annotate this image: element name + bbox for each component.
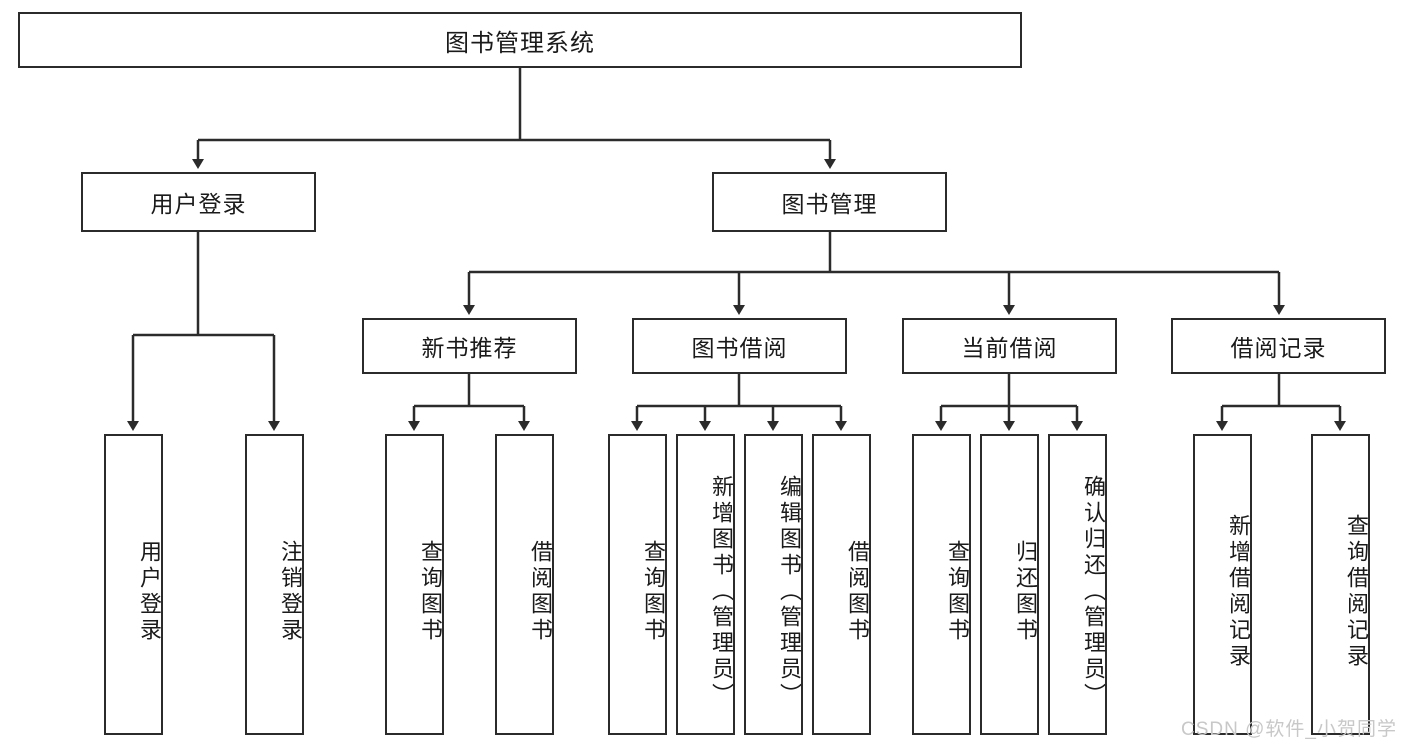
node-label: 编辑图书（管理员） [777, 474, 802, 709]
node-label: 确认归还（管理员） [1081, 474, 1106, 709]
node-leaf-borrow-book[interactable]: 借阅图书 [812, 434, 871, 735]
node-borrowing-records[interactable]: 借阅记录 [1171, 318, 1386, 374]
node-root-book-management-system[interactable]: 图书管理系统 [18, 12, 1022, 68]
node-label: 查询图书 [418, 539, 443, 644]
node-label: 当前借阅 [961, 335, 1058, 361]
node-label: 新增借阅记录 [1226, 513, 1251, 670]
node-label: 新书推荐 [421, 335, 518, 361]
node-leaf-query-book-current[interactable]: 查询图书 [912, 434, 971, 735]
node-leaf-query-borrowing-record[interactable]: 查询借阅记录 [1311, 434, 1370, 735]
node-label: 借阅图书 [528, 539, 553, 644]
node-user-login[interactable]: 用户登录 [81, 172, 316, 232]
node-leaf-query-book-recommendation[interactable]: 查询图书 [385, 434, 444, 735]
node-leaf-borrow-book-recommendation[interactable]: 借阅图书 [495, 434, 554, 735]
node-leaf-user-login[interactable]: 用户登录 [104, 434, 163, 735]
node-book-management[interactable]: 图书管理 [712, 172, 947, 232]
node-leaf-add-borrowing-record[interactable]: 新增借阅记录 [1193, 434, 1252, 735]
node-label: 归还图书 [1013, 539, 1038, 644]
node-leaf-add-book-admin[interactable]: 新增图书（管理员） [676, 434, 735, 735]
node-leaf-return-book[interactable]: 归还图书 [980, 434, 1039, 735]
node-book-borrowing[interactable]: 图书借阅 [632, 318, 847, 374]
node-leaf-confirm-return-admin[interactable]: 确认归还（管理员） [1048, 434, 1107, 735]
node-label: 用户登录 [150, 191, 247, 217]
node-label: 注销登录 [278, 539, 303, 644]
node-current-borrowing[interactable]: 当前借阅 [902, 318, 1117, 374]
node-label: 新增图书（管理员） [709, 474, 734, 709]
node-label: 用户登录 [137, 539, 162, 644]
node-label: 查询图书 [641, 539, 666, 644]
node-label: 图书管理系统 [445, 29, 595, 57]
node-leaf-query-book-borrowing[interactable]: 查询图书 [608, 434, 667, 735]
node-label: 图书管理 [781, 191, 878, 217]
node-label: 查询借阅记录 [1344, 513, 1369, 670]
node-label: 图书借阅 [691, 335, 788, 361]
node-new-book-recommendation[interactable]: 新书推荐 [362, 318, 577, 374]
node-leaf-logout[interactable]: 注销登录 [245, 434, 304, 735]
watermark-text: CSDN @软件_小贺同学 [1181, 719, 1397, 740]
node-label: 借阅记录 [1230, 335, 1327, 361]
node-leaf-edit-book-admin[interactable]: 编辑图书（管理员） [744, 434, 803, 735]
node-label: 查询图书 [945, 539, 970, 644]
node-label: 借阅图书 [845, 539, 870, 644]
